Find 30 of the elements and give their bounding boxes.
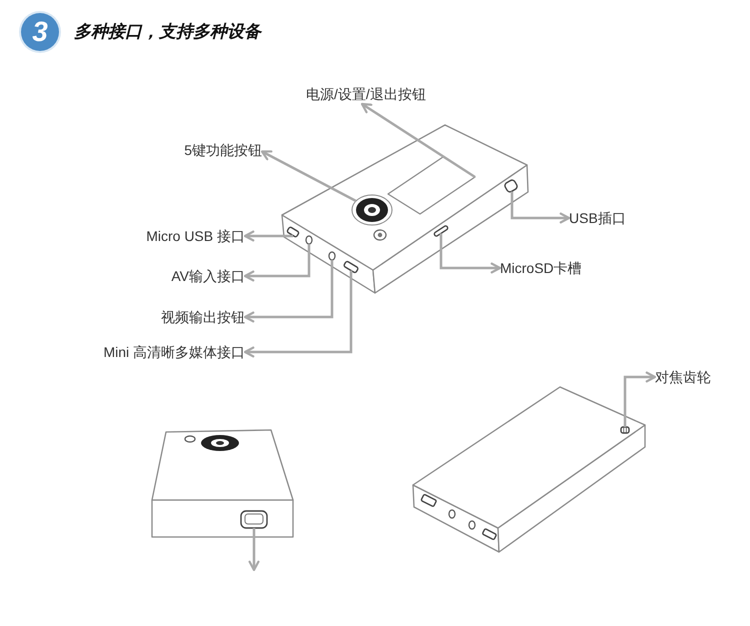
leader-line — [244, 244, 310, 282]
callout-label: Micro USB 接口 — [146, 226, 245, 246]
leader-line — [244, 270, 352, 358]
callout-label: 5键功能按钮 — [184, 140, 262, 160]
control-dial-icon — [352, 194, 392, 226]
callout-label: USB插口 — [569, 208, 626, 228]
jack-icon — [305, 235, 313, 245]
leader-line — [244, 260, 334, 322]
title: 多种接口，支持多种设备 — [74, 21, 261, 43]
arrow — [248, 528, 260, 572]
callout-label: AV输入接口 — [171, 266, 245, 286]
callout-label: 电源/设置/退出按钮 — [306, 84, 426, 104]
port-icon — [240, 510, 268, 529]
leader-line — [360, 102, 476, 178]
wheel-icon — [620, 426, 630, 434]
port-icon — [503, 178, 519, 194]
leader-line — [260, 150, 357, 202]
callout-label: 视频输出按钮 — [161, 307, 245, 327]
callout-label: Mini 高清晰多媒体接口 — [103, 342, 245, 362]
port-icon — [342, 260, 360, 274]
button-icon — [328, 251, 336, 261]
screen-panel — [387, 156, 476, 215]
leader-line — [624, 372, 656, 427]
port-icon — [286, 226, 300, 238]
step-number-badge: 3 — [21, 13, 59, 51]
leader-line — [510, 192, 570, 224]
callout-label: MicroSD卡槽 — [500, 258, 582, 278]
callout-label: 对焦齿轮 — [655, 367, 711, 387]
leader-line — [440, 233, 502, 274]
leader-line — [244, 230, 293, 242]
